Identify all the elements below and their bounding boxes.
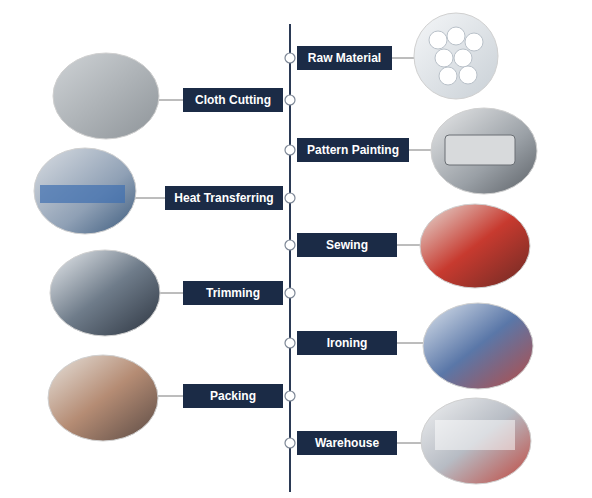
process-box: Cloth Cutting [183,88,283,112]
step-label: Sewing [326,238,368,252]
step-label: Packing [210,389,256,403]
step-label: Heat Transferring [174,191,273,205]
process-box: Warehouse [297,431,397,455]
step-label: Warehouse [315,436,379,450]
printer-shape [445,135,515,165]
timeline-spine [289,24,291,492]
step-label: Ironing [327,336,368,350]
step-label: Raw Material [308,51,381,65]
process-box: Packing [183,384,283,408]
process-box: Heat Transferring [165,186,283,210]
step-label: Trimming [206,286,260,300]
timeline-dots [285,53,295,448]
heat-press-shape [40,185,125,203]
process-box: Raw Material [297,46,392,70]
process-box: Sewing [297,233,397,257]
process-box: Ironing [297,331,397,355]
step-label: Cloth Cutting [195,93,271,107]
process-box: Trimming [183,281,283,305]
photo-ovals [34,13,537,484]
warehouse-shape [435,420,515,450]
raw-material-rolls [429,27,483,85]
step-label: Pattern Painting [307,143,399,157]
leader-lines [135,58,432,443]
process-box: Pattern Painting [297,138,409,162]
